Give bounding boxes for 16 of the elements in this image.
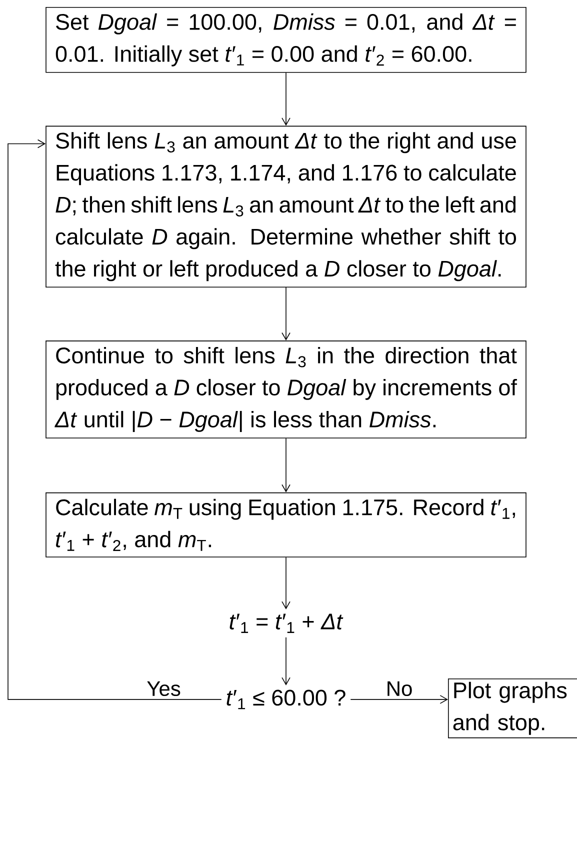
arrow [282, 72, 290, 126]
process-box: Set Dgoal = 100.00, Dmiss = 0.01, and Δt = 0.01. Initially set t′$_{1}$ = 0.00 and t′$_{2}$ = 60.00. [46, 7, 526, 73]
edge-label: No [384, 680, 414, 698]
arrow [282, 556, 290, 610]
arrow [350, 695, 448, 704]
process-box: Plot graphs and stop. [448, 678, 577, 738]
arrow [8, 139, 222, 700]
process-box: Calculate m$_{T}$ using Equation 1.175. Record t′$_{1}$, t′$_{1}$ + t′$_{2}$, and m$_{T}$. [46, 492, 526, 558]
arrow [282, 636, 290, 686]
process-box: Shift lens L$_{3}$ an amount Δt to the right and use Equations 1.173, 1.174, and 1.176 to calculate D; then shift lens L$_{3}$ an amount Δt to the left and calculate D again. Determine whether shift to the right or left produced a D closer to Dgoal. [46, 126, 526, 288]
process-box: Continue to shift lens L$_{3}$ in the direction that produced a D closer to Dgoal by increments of Δt until |D − Dgoal| is less than Dmiss. [46, 340, 526, 438]
arrow [282, 438, 290, 492]
edge-label: Yes [146, 680, 182, 698]
formula-text: t′$_{1}$ ≤ 60.00 ? [226, 690, 346, 710]
formula-text: t′$_{1}$ = t′$_{1}$ + Δt [230, 614, 344, 633]
arrow [282, 287, 290, 341]
